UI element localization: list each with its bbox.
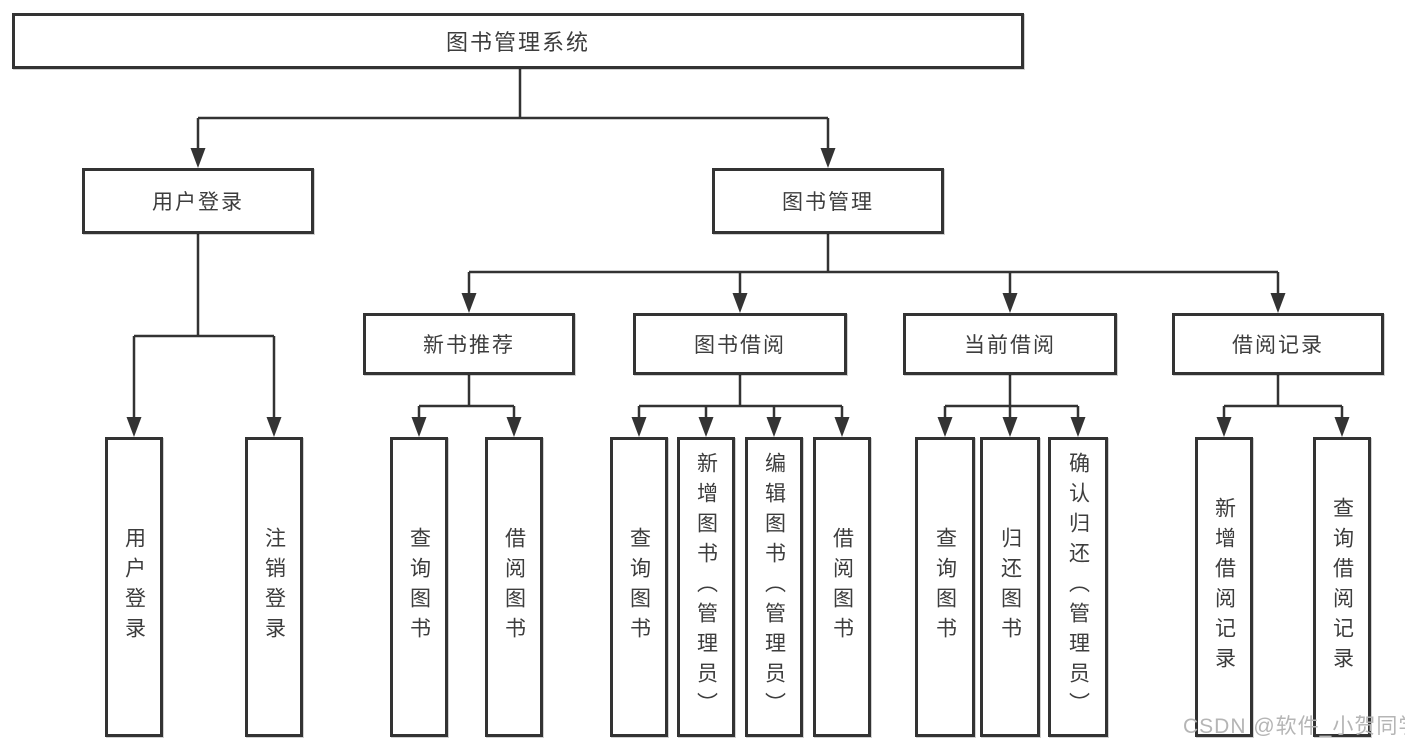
- node-leaf-confirm-return-admin: 确认归还（管理员）: [1048, 437, 1108, 737]
- node-borrowing-records: 借阅记录: [1172, 313, 1384, 375]
- node-current-borrowing: 当前借阅: [903, 313, 1117, 375]
- node-label: 新书推荐: [423, 334, 515, 357]
- node-leaf-user-login: 用户登录: [105, 437, 163, 737]
- node-leaf-borrow-books: 借阅图书: [813, 437, 871, 737]
- node-label: 查询借阅记录: [1330, 497, 1354, 677]
- node-new-book-recommendation: 新书推荐: [363, 313, 575, 375]
- node-label: 当前借阅: [964, 334, 1056, 357]
- node-leaf-logout: 注销登录: [245, 437, 303, 737]
- node-label: 查询图书: [933, 527, 957, 647]
- node-book-borrowing: 图书借阅: [633, 313, 847, 375]
- node-label: 编辑图书（管理员）: [762, 452, 786, 722]
- arrowheads: [126, 148, 1350, 437]
- node-label: 查询图书: [627, 527, 651, 647]
- node-label: 借阅图书: [830, 527, 854, 647]
- node-leaf-query-books-borrowing: 查询图书: [610, 437, 668, 737]
- node-label: 新增借阅记录: [1212, 497, 1236, 677]
- node-label: 用户登录: [122, 527, 146, 647]
- node-leaf-add-books-admin: 新增图书（管理员）: [677, 437, 735, 737]
- node-user-login: 用户登录: [82, 168, 314, 234]
- node-library-management-system: 图书管理系统: [12, 13, 1024, 69]
- node-label: 查询图书: [407, 527, 431, 647]
- node-leaf-query-borrow-record: 查询借阅记录: [1313, 437, 1371, 737]
- node-leaf-add-borrow-record: 新增借阅记录: [1195, 437, 1253, 737]
- node-leaf-query-books-recommend: 查询图书: [390, 437, 448, 737]
- node-leaf-borrow-books-recommend: 借阅图书: [485, 437, 543, 737]
- node-label: 借阅图书: [502, 527, 526, 647]
- node-label: 借阅记录: [1232, 334, 1324, 357]
- node-label: 图书借阅: [694, 334, 786, 357]
- node-leaf-edit-books-admin: 编辑图书（管理员）: [745, 437, 803, 737]
- node-label: 确认归还（管理员）: [1066, 452, 1090, 722]
- node-label: 新增图书（管理员）: [694, 452, 718, 722]
- node-leaf-return-books: 归还图书: [980, 437, 1040, 737]
- node-label: 归还图书: [998, 527, 1022, 647]
- node-leaf-query-books-current: 查询图书: [915, 437, 975, 737]
- node-label: 注销登录: [262, 527, 286, 647]
- csdn-watermark: CSDN @软件_小贺同学: [1183, 715, 1405, 738]
- node-label: 图书管理系统: [445, 30, 590, 55]
- node-label: 图书管理: [782, 191, 874, 214]
- node-label: 用户登录: [152, 191, 244, 214]
- node-book-management: 图书管理: [712, 168, 944, 234]
